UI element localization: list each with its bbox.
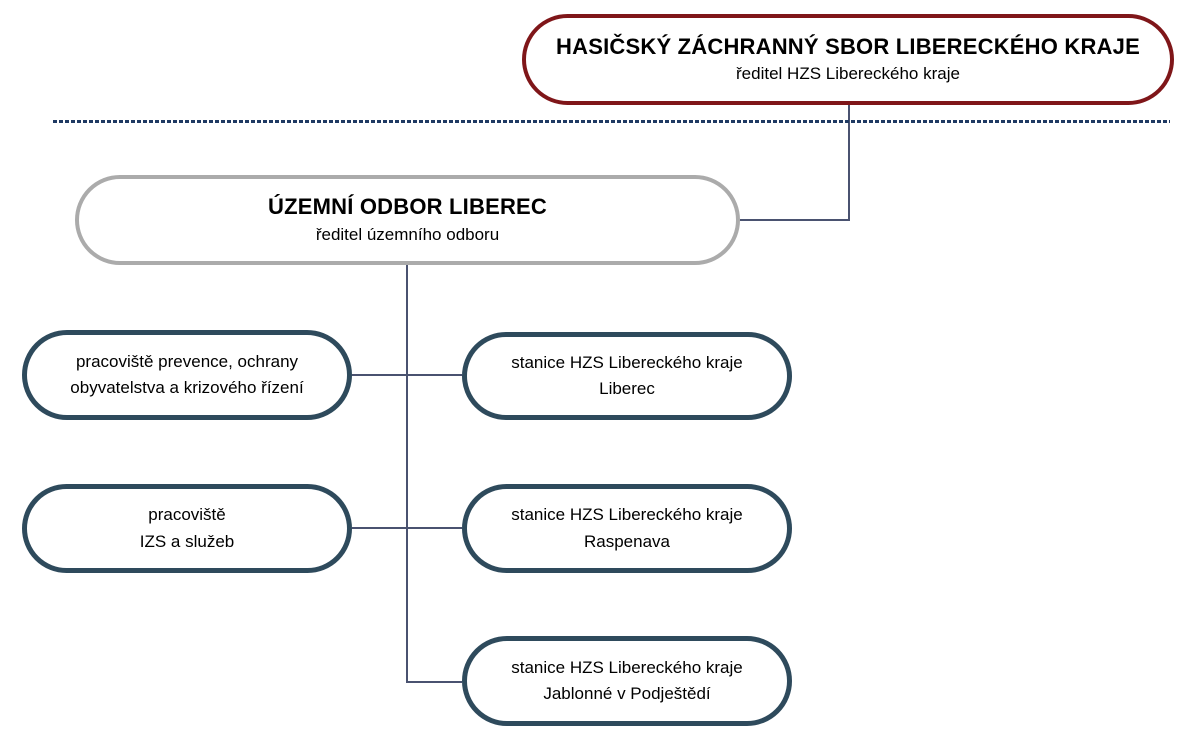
unit-node-izs-sluzeb: pracoviště IZS a služeb bbox=[22, 484, 352, 573]
dept-node-title: ÚZEMNÍ ODBOR LIBEREC bbox=[268, 194, 547, 220]
connector-row2-horizontal bbox=[352, 527, 462, 529]
dept-node-uzemni-odbor: ÚZEMNÍ ODBOR LIBEREC ředitel územního od… bbox=[75, 175, 740, 265]
station-node-raspenava: stanice HZS Libereckého kraje Raspenava bbox=[462, 484, 792, 573]
station-node-line2: Jablonné v Podještědí bbox=[543, 684, 711, 703]
connector-row1-horizontal bbox=[352, 374, 462, 376]
station-node-jablonne: stanice HZS Libereckého kraje Jablonné v… bbox=[462, 636, 792, 726]
unit-node-line2: IZS a služeb bbox=[139, 531, 235, 551]
root-node-subtitle: ředitel HZS Libereckého kraje bbox=[736, 64, 960, 84]
station-node-line1: stanice HZS Libereckého kraje bbox=[511, 657, 743, 677]
station-node-line1: stanice HZS Libereckého kraje bbox=[511, 352, 743, 372]
station-node-line2: Raspenava bbox=[583, 531, 670, 551]
station-node-line1: stanice HZS Libereckého kraje bbox=[511, 505, 743, 525]
connector-row3-horizontal bbox=[407, 681, 462, 683]
connector-root-vertical bbox=[848, 105, 850, 220]
connector-trunk-vertical bbox=[406, 264, 408, 683]
station-node-liberec: stanice HZS Libereckého kraje Liberec bbox=[462, 332, 792, 420]
root-node-hzs-kraje: HASIČSKÝ ZÁCHRANNÝ SBOR LIBERECKÉHO KRAJ… bbox=[522, 14, 1174, 105]
dept-node-subtitle: ředitel územního odboru bbox=[315, 224, 500, 244]
unit-node-line1: pracoviště bbox=[148, 505, 226, 525]
unit-node-line1: pracoviště prevence, ochrany bbox=[75, 351, 299, 371]
unit-node-line2: obyvatelstva a krizového řízení bbox=[70, 378, 304, 397]
station-node-line2: Liberec bbox=[599, 379, 655, 398]
unit-node-prevence: pracoviště prevence, ochrany obyvatelstv… bbox=[22, 330, 352, 420]
connector-root-elbow bbox=[740, 219, 850, 221]
dashed-divider-line bbox=[53, 120, 1170, 123]
root-node-title: HASIČSKÝ ZÁCHRANNÝ SBOR LIBERECKÉHO KRAJ… bbox=[556, 33, 1140, 59]
